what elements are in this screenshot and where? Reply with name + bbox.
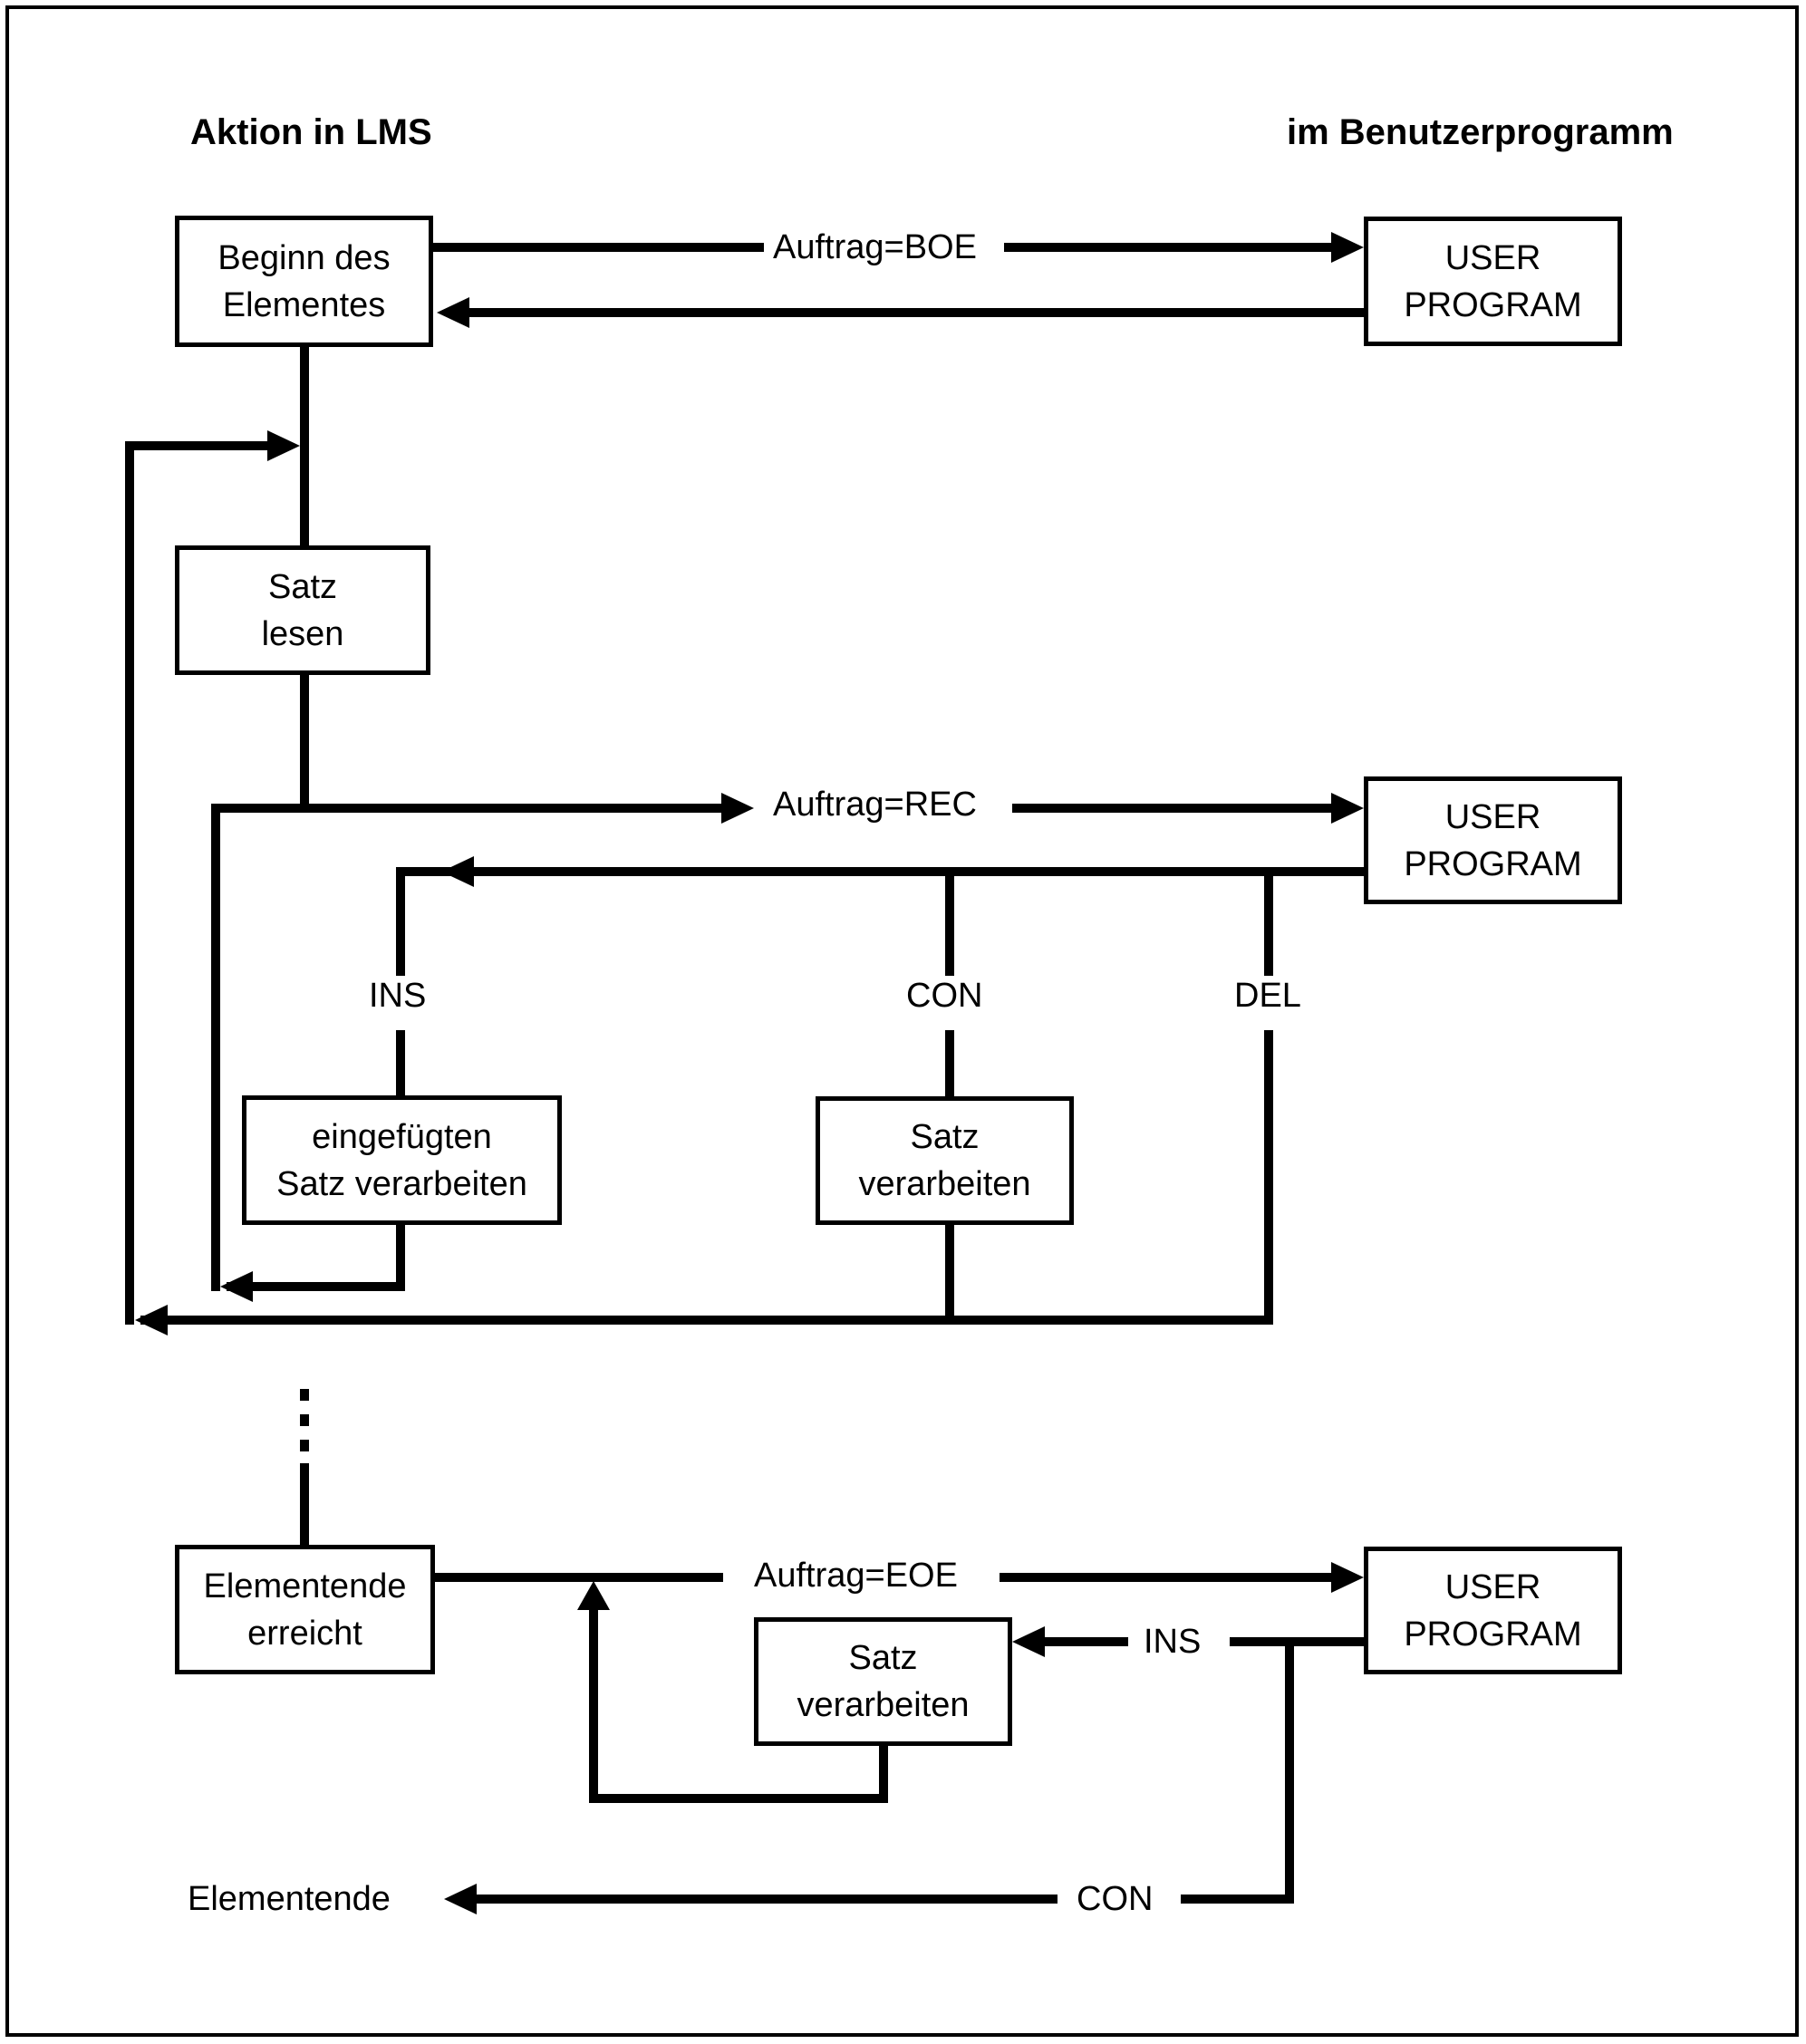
node-satz-verarbeiten-2: Satz verarbeiten: [754, 1617, 1012, 1746]
node-user-program-1: USER PROGRAM: [1364, 217, 1622, 346]
header-im-benutzerprogramm: im Benutzerprogramm: [1287, 112, 1674, 152]
edge-eingefuegt-down: [396, 1223, 405, 1291]
node-eingefuegt-line1: eingefügten: [312, 1117, 492, 1156]
edge-satz-verarbeiten-1-down: [945, 1223, 954, 1325]
edge-ins-2-seg1: [1230, 1637, 1364, 1646]
dotted-line-dash-2: [300, 1414, 309, 1426]
arrowhead-ins-return: [220, 1271, 253, 1302]
edge-satz-lesen-down: [300, 670, 309, 808]
edge-con-2-seg1: [1181, 1895, 1294, 1904]
edge-loop-entry: [130, 441, 275, 450]
node-user-program-3: USER PROGRAM: [1364, 1547, 1622, 1674]
arrowhead-ins-2-into-satz-verarbeiten: [1012, 1626, 1045, 1657]
node-eingefuegten-satz-verarbeiten: eingefügten Satz verarbeiten: [242, 1095, 562, 1225]
dotted-line-dash-3: [300, 1440, 309, 1451]
edge-outer-loop-return: [140, 1316, 1273, 1325]
node-elementende-erreicht-line1: Elementende: [203, 1567, 407, 1605]
edge-ins-2-seg2: [1045, 1637, 1128, 1646]
label-elementende: Elementende: [188, 1879, 391, 1919]
arrowhead-con-2-into-elementende: [444, 1884, 477, 1914]
edge-inner-loop-vertical: [211, 808, 220, 1291]
edge-label-del-1: DEL: [1234, 976, 1301, 1016]
arrowhead-loop-entry: [267, 430, 300, 461]
node-user-program-3-line2: PROGRAM: [1404, 1615, 1582, 1654]
edge-label-con-2: CON: [1077, 1879, 1154, 1919]
node-satz-lesen: Satz lesen: [175, 545, 430, 675]
arrowhead-boe-return-into-beginn: [437, 297, 469, 328]
header-aktion-in-lms: Aktion in LMS: [190, 112, 432, 152]
node-satz-verarbeiten-1: Satz verarbeiten: [816, 1096, 1074, 1225]
edge-ins-vertical-lower: [396, 1030, 405, 1098]
edge-rec-forward-seg2: [1012, 804, 1331, 813]
node-elementende-erreicht-line2: erreicht: [247, 1614, 362, 1653]
edge-con-2-vertical: [1285, 1642, 1294, 1904]
node-user-program-2-line2: PROGRAM: [1404, 844, 1582, 883]
arrowhead-outer-loop-return: [135, 1305, 168, 1335]
edge-satz-verarbeiten-2-down: [879, 1744, 888, 1803]
edge-boe-forward-seg2: [1004, 243, 1331, 252]
edge-del-vertical-upper: [1264, 867, 1273, 980]
edge-label-auftrag-boe: Auftrag=BOE: [773, 227, 977, 267]
arrowhead-rec-into-user-program: [1331, 793, 1364, 824]
node-satz-lesen-line1: Satz: [267, 567, 338, 606]
arrowhead-eoe-into-user-program: [1331, 1562, 1364, 1593]
edge-del-vertical-lower: [1264, 1030, 1273, 1325]
arrowhead-return-toward-ins: [441, 856, 474, 887]
edge-user-program-2-return: [401, 867, 1364, 876]
outer-border: [5, 5, 1799, 2037]
node-user-program-2: USER PROGRAM: [1364, 776, 1622, 904]
node-beginn-line2: Elementes: [222, 285, 386, 324]
arrowhead-boe-into-user-program: [1331, 232, 1364, 263]
node-user-program-2-line1: USER: [1444, 797, 1541, 836]
edge-eoe-forward-seg1: [433, 1573, 723, 1582]
node-beginn-des-elementes: Beginn des Elementes: [175, 216, 433, 347]
node-user-program-1-line2: PROGRAM: [1404, 285, 1582, 324]
edge-label-ins-1: INS: [369, 976, 427, 1016]
node-user-program-1-line1: USER: [1444, 238, 1541, 277]
edge-rec-forward-seg1: [211, 804, 723, 813]
edge-lower-loop-vertical: [589, 1608, 598, 1803]
node-user-program-3-line1: USER: [1444, 1567, 1541, 1606]
node-satz-verarbeiten-1-line2: verarbeiten: [858, 1165, 1031, 1203]
node-satz-lesen-line2: lesen: [261, 614, 344, 653]
edge-con-2-seg2: [476, 1895, 1058, 1904]
node-satz-verarbeiten-2-line1: Satz: [848, 1639, 918, 1677]
edge-beginn-to-satz-lesen: [300, 342, 309, 545]
edge-eoe-forward-seg2: [1000, 1573, 1331, 1582]
edge-into-elementende-erreicht: [300, 1463, 309, 1547]
edge-boe-forward-seg1: [433, 243, 764, 252]
node-satz-verarbeiten-2-line2: verarbeiten: [797, 1686, 970, 1724]
node-eingefuegt-line2: Satz verarbeiten: [276, 1164, 527, 1203]
edge-label-ins-2: INS: [1144, 1622, 1202, 1662]
edge-boe-return: [462, 308, 1364, 317]
node-beginn-line1: Beginn des: [217, 238, 391, 277]
edge-con-vertical-upper: [945, 867, 954, 980]
edge-label-auftrag-rec: Auftrag=REC: [773, 785, 977, 824]
edge-lower-loop-horizontal: [594, 1794, 888, 1803]
node-elementende-erreicht: Elementende erreicht: [175, 1545, 435, 1674]
edge-ins-vertical-upper: [396, 867, 405, 983]
arrowhead-lower-loop-into-eoe-line: [577, 1581, 610, 1610]
arrowhead-rec-mid: [721, 793, 754, 824]
edge-outer-loop-vertical: [125, 441, 134, 1325]
edge-con-vertical-lower: [945, 1030, 954, 1099]
edge-label-auftrag-eoe: Auftrag=EOE: [754, 1556, 958, 1596]
edge-label-con-1: CON: [906, 976, 983, 1016]
edge-ins-return: [227, 1282, 401, 1291]
node-satz-verarbeiten-1-line1: Satz: [910, 1118, 980, 1156]
dotted-line-dash-1: [300, 1389, 309, 1401]
